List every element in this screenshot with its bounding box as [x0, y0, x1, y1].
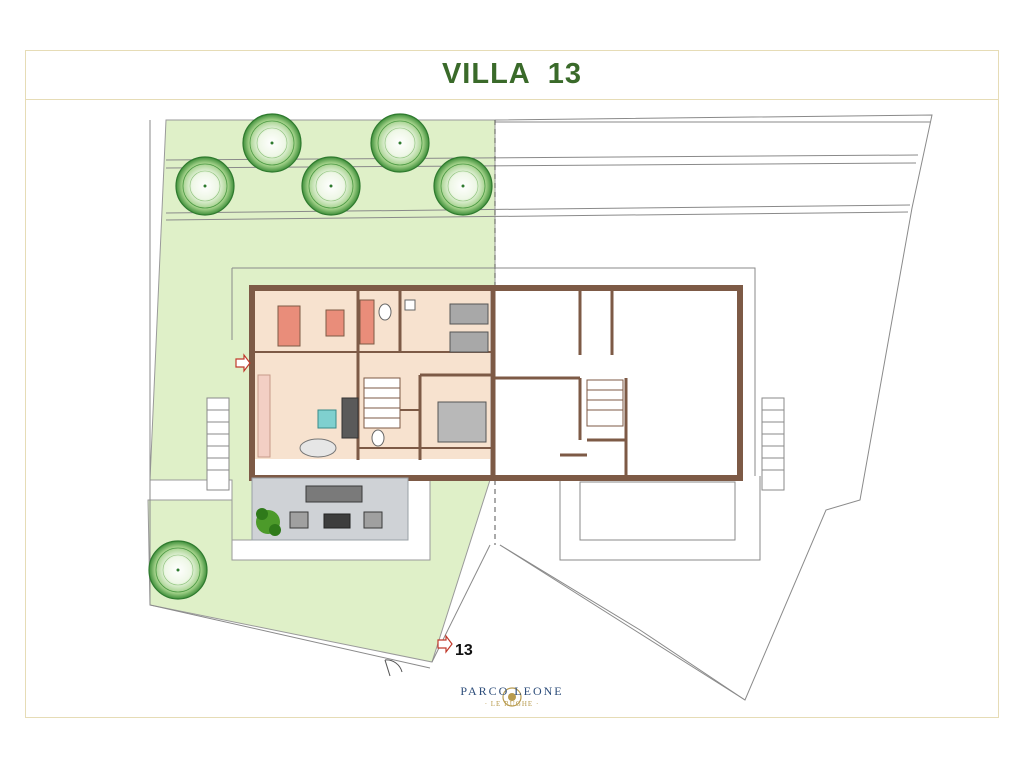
entrance-arrow-icon	[235, 353, 251, 373]
living-sofa	[299, 397, 359, 458]
entrance-arrow-icon	[437, 634, 453, 654]
tree-icon	[433, 156, 493, 216]
tree-icon	[301, 156, 361, 216]
brand-logo: PARCO LEONE · LE RUGHE ·	[452, 684, 572, 708]
sun-logo-icon	[502, 687, 522, 707]
brand-name: PARCO LEONE	[460, 684, 564, 698]
exterior-steps	[206, 397, 785, 491]
tree-icon	[175, 156, 235, 216]
tree-icon	[370, 113, 430, 173]
kitchen-counter	[325, 299, 375, 345]
plant-icon	[256, 508, 281, 536]
staircase	[363, 377, 624, 429]
tree-icon	[242, 113, 302, 173]
dining-table	[277, 305, 301, 347]
bathroom-fixtures	[371, 299, 416, 447]
neighbour-lot-lines	[149, 114, 933, 701]
garden-gate	[384, 659, 403, 677]
brand-subtitle: · LE RUGHE ·	[484, 700, 540, 708]
title-band: VILLA 13	[25, 50, 999, 100]
page-title: VILLA 13	[441, 58, 583, 90]
unit-number-label: 13	[455, 642, 473, 659]
neighbour-interior-walls	[493, 290, 628, 476]
bed	[437, 303, 489, 443]
tree-icon	[148, 540, 208, 600]
drawing-frame	[25, 50, 999, 718]
